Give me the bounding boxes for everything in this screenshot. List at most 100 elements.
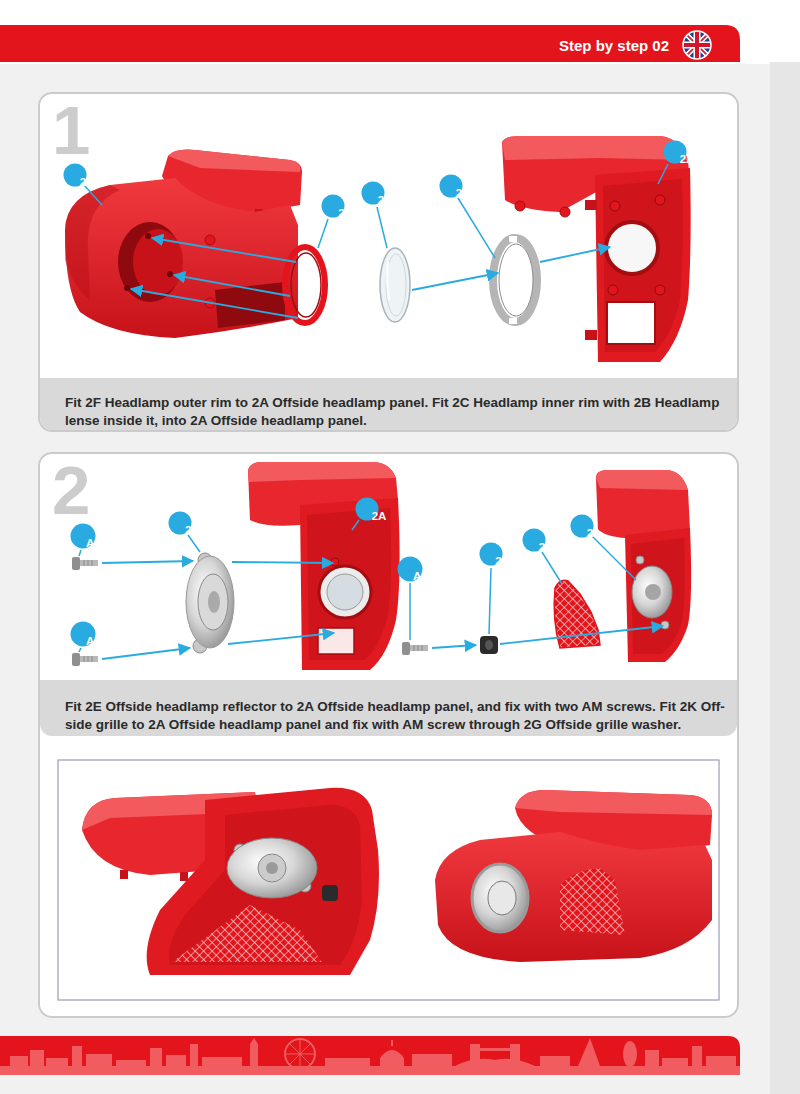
footer-skyline — [662, 1058, 688, 1066]
callout-number: 2A — [680, 154, 695, 166]
assembled-panel-back — [172, 905, 322, 962]
headlamp-panel-back — [607, 302, 655, 344]
assembled-panel-back — [227, 838, 317, 898]
headlamp-inner-rim — [493, 238, 537, 322]
assembled-panel-back — [322, 885, 338, 901]
headlamp-panel-front — [65, 150, 302, 338]
instruction-band: Fit 2F Headlamp outer rim to 2A Offside … — [40, 378, 737, 430]
step-number: 1 — [52, 102, 90, 161]
headlamp-panel-back — [645, 584, 661, 600]
panel-ground — [38, 92, 739, 432]
footer-skyline — [190, 1044, 198, 1066]
callout-bubble: 2F — [321, 194, 345, 218]
step-panel: Fit 2F Headlamp outer rim to 2A Offside … — [38, 92, 739, 432]
assembly-arrow — [432, 645, 476, 648]
footer-skyline — [150, 1048, 162, 1066]
footer-skyline — [706, 1056, 736, 1066]
page-background — [770, 62, 800, 1094]
footer-skyline — [325, 1058, 370, 1066]
headlamp-panel-back — [585, 200, 597, 210]
grille-washer — [480, 636, 498, 654]
headlamp-reflector — [208, 591, 220, 613]
headlamp-panel-back — [603, 179, 683, 352]
headlamp-lens — [380, 248, 410, 322]
assembly-arrow — [102, 561, 193, 563]
footer-skyline — [166, 1055, 186, 1066]
grille-washer — [480, 636, 498, 654]
headlamp-panel-back — [502, 136, 691, 362]
callout-bubble: 2B — [361, 181, 385, 205]
union-flag — [683, 31, 711, 59]
union-flag — [683, 31, 711, 59]
leader-line — [79, 520, 636, 652]
step-number: 2 — [52, 462, 90, 521]
header-bar — [0, 25, 740, 62]
screw — [84, 656, 92, 662]
footer-bar — [0, 1036, 740, 1075]
headlamp-panel-back — [300, 498, 400, 670]
headlamp-inner-rim — [509, 236, 517, 242]
assembly-arrow — [152, 238, 296, 262]
headlamp-panel-back — [560, 207, 570, 217]
leader-line — [489, 568, 491, 634]
union-flag — [683, 31, 711, 59]
headlamp-panel-back — [631, 538, 685, 654]
callout-bubble: 2A — [570, 514, 594, 538]
leader-line — [458, 198, 495, 258]
assembled-panel-front — [472, 864, 528, 932]
headlamp-panel-back — [596, 470, 691, 662]
footer-skyline — [116, 1060, 146, 1066]
leader-line — [352, 520, 359, 530]
header-title-box: Step by step 02 — [559, 37, 669, 55]
headlamp-reflector — [186, 553, 234, 653]
headlamp-panel-back — [318, 628, 354, 654]
assembled-panel-front — [435, 832, 712, 962]
headlamp-panel-back — [608, 285, 618, 295]
assembly-arrow — [131, 238, 610, 318]
assembled-panel-back — [82, 788, 379, 975]
footer-skyline — [250, 1044, 258, 1066]
leader-line — [377, 207, 387, 248]
assembly-arrow — [102, 648, 190, 659]
footer-skyline — [455, 1059, 535, 1066]
headlamp-panel-front — [65, 178, 298, 338]
headlamp-lens — [387, 262, 389, 300]
footer-skyline — [46, 1058, 68, 1066]
instruction-band: Fit 2E Offside headlamp reflector to 2A … — [40, 680, 737, 736]
footer-skyline — [623, 1041, 637, 1067]
grille-washer — [485, 640, 493, 650]
footer-skyline — [470, 1048, 520, 1051]
union-flag — [683, 31, 711, 59]
callout-number: 2K — [539, 542, 554, 554]
footer-skyline — [285, 1039, 315, 1069]
leader-line — [592, 536, 636, 580]
footer-skyline — [0, 1038, 740, 1075]
assembled-panel-back — [258, 854, 286, 882]
leader-line — [658, 164, 668, 184]
headlamp-panel-back — [655, 195, 665, 205]
assembly-arrow — [500, 626, 663, 644]
leader-line — [79, 550, 81, 556]
leader-line — [409, 583, 411, 640]
callout-bubble: 2A — [663, 140, 687, 164]
footer-skyline — [391, 1040, 393, 1046]
callout-number: 2G — [495, 556, 510, 568]
headlamp-panel-front — [65, 185, 120, 300]
headlamp-panel-back — [636, 556, 644, 564]
callout-bubble: AM — [70, 621, 96, 647]
assembled-panel-front — [435, 790, 712, 962]
headlamp-panel-front — [205, 235, 215, 245]
assembled-panel-front — [488, 881, 516, 915]
headlamp-panel-front — [118, 222, 182, 302]
headlamp-panel-back — [307, 508, 391, 660]
footer-skyline — [86, 1054, 112, 1066]
assembled-panel-front — [560, 868, 625, 935]
footer-skyline — [692, 1046, 702, 1066]
callout-bubble: AM — [397, 556, 423, 582]
headlamp-panel-back — [515, 201, 525, 211]
leader-line — [542, 552, 562, 584]
footer-skyline — [645, 1050, 659, 1066]
assembly-arrow — [540, 247, 610, 262]
headlamp-panel-back — [502, 136, 688, 160]
